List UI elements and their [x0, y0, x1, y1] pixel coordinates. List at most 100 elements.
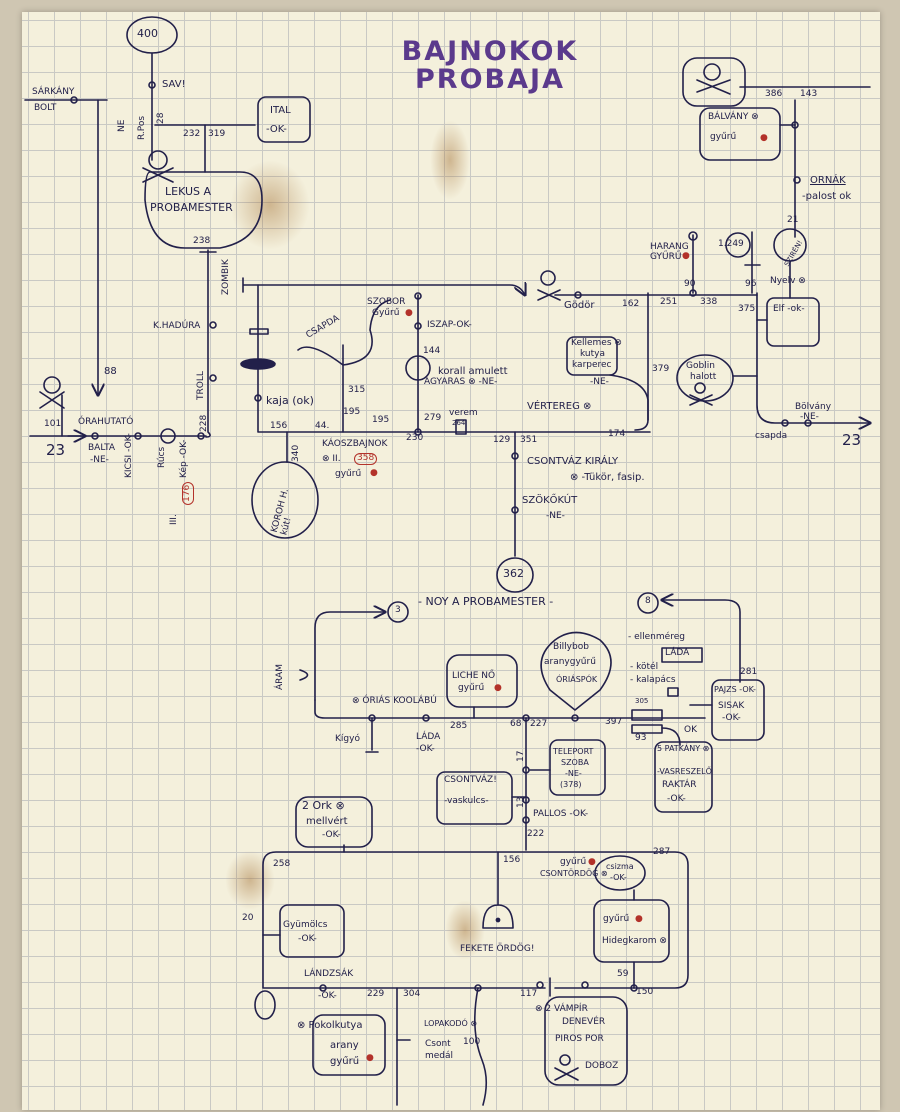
label-lada-ok: -OK-: [416, 744, 435, 754]
num-222: 222: [527, 829, 545, 839]
label-balta-ne: -NE-: [90, 455, 109, 465]
skull-icon: [39, 376, 65, 409]
num-162: 162: [622, 299, 640, 309]
label-arany: arany: [330, 1040, 359, 1051]
num-101: 101: [44, 419, 62, 429]
skull-icon: [696, 63, 731, 95]
num-351: 351: [520, 435, 538, 445]
num-264: 264: [452, 419, 466, 427]
label-pallos: PALLOS -OK-: [533, 809, 589, 819]
label-nyelv: Nyelv ⊗: [770, 276, 806, 286]
label-teleport: TELEPORT: [553, 747, 594, 756]
label-kellemes: Kellemes ⊗: [571, 338, 622, 348]
label-kotel: - kötél: [630, 662, 659, 672]
label-ne: NE: [117, 119, 127, 132]
label-kaja: kaja (ok): [266, 394, 314, 407]
label-probamester: PROBAMESTER: [150, 201, 233, 214]
label-vaskulcs: -vaskulcs-: [444, 796, 489, 806]
label-khadura: K.HADÚRA: [153, 321, 201, 331]
label-halott: halott: [690, 372, 717, 382]
num-44: 44.: [315, 421, 330, 431]
label-ornak: ORNÁK: [810, 175, 846, 186]
label-pajzs: PAJZS -OK-: [714, 685, 756, 694]
num-143: 143: [800, 89, 818, 99]
label-pk-gyuru: gyűrű: [330, 1056, 360, 1067]
num-88: 88: [104, 366, 117, 377]
label-balvany: BÁLVÁNY ⊗: [708, 112, 759, 122]
label-zombik: ZOMBIK: [221, 259, 231, 295]
label-troll: TROLL: [196, 371, 206, 400]
num-230: 230: [406, 433, 424, 443]
label-gyumolcs-ok: -OK-: [298, 934, 317, 944]
label-mellvert: mellvért: [306, 816, 348, 827]
label-karperec-ne: -NE-: [590, 377, 609, 387]
num-156b: 156: [503, 855, 521, 865]
label-kalapacs: - kalapács: [630, 675, 676, 685]
label-raktar: RAKTÁR: [662, 780, 697, 790]
label-korall-amulett: korall amulett: [438, 366, 508, 377]
label-szokokut: SZÖKŐKÚT: [522, 495, 578, 506]
label-kaoszbajnok: KÁOSZBAJNOK: [322, 439, 388, 449]
label-bolvany-ne: -NE-: [800, 412, 819, 422]
coffee-stain: [225, 850, 275, 910]
label-rucs: Rúcs: [157, 446, 167, 468]
num-258: 258: [273, 859, 291, 869]
label-szobor: SZOBOR: [367, 297, 406, 307]
marker-3: 3: [395, 605, 401, 615]
ring-icon: ●: [635, 914, 643, 924]
label-szobor-gyuru: Gyűrű: [372, 308, 400, 318]
label-agyaras: AGYARAS ⊗ -NE-: [424, 377, 498, 387]
label-ital: ITAL: [270, 105, 291, 116]
ring-icon: ●: [494, 683, 502, 693]
num-23-left: 23: [46, 441, 66, 459]
label-vasreszelo: -VASRESZELŐ: [657, 767, 712, 776]
label-lopakodo: LOPAKODÓ ⊗: [424, 1019, 478, 1028]
num-358: 358: [354, 453, 378, 465]
coffee-stain: [430, 120, 470, 200]
label-lada: LÁDA: [416, 732, 441, 742]
num-176: 176: [182, 481, 194, 505]
map-title: BAJNOKOK PROBAJA: [370, 36, 610, 95]
num-195a: 195: [343, 407, 361, 417]
num-144: 144: [423, 346, 441, 356]
num-386: 386: [765, 89, 783, 99]
ring-icon: ●: [370, 468, 378, 478]
ring-icon: ●: [760, 133, 768, 143]
label-oriaspok: ÓRIÁSPÓK: [556, 675, 598, 684]
num-156: 156: [270, 421, 288, 431]
label-harang-gyuru: GYŰRŰ: [650, 252, 682, 262]
skull-icon: [554, 1054, 579, 1081]
label-orias-koolabu: ⊗ ÓRIÁS KOOLÁBÚ: [352, 696, 437, 706]
label-verem: verem: [449, 408, 478, 418]
label-szoba: SZOBA: [561, 758, 589, 767]
label-medal: medál: [425, 1051, 454, 1061]
num-229: 229: [367, 989, 385, 999]
label-kutya: kutya: [580, 349, 606, 359]
label-raktar-ok: -OK-: [667, 794, 686, 804]
label-goblin: Goblin: [686, 361, 715, 371]
title-line-1: BAJNOKOK: [401, 36, 579, 67]
num-96: 96: [745, 279, 757, 289]
label-bolt: BOLT: [34, 103, 57, 113]
graph-paper-sheet: [22, 12, 880, 1110]
label-csontvaz-kiraly: CSONTVÁZ KIRÁLY: [527, 456, 619, 467]
label-kaosz-prefix: ⊗ II.: [322, 454, 341, 464]
num-17: 17: [516, 750, 526, 762]
label-patkany: 5 PATKÁNY ⊗: [657, 744, 710, 753]
label-piros-por: PIROS POR: [555, 1034, 604, 1044]
label-kicsi: KICSI -OK-: [124, 433, 134, 478]
num-315: 315: [348, 385, 366, 395]
label-palost: -palost ok: [802, 191, 852, 202]
num-117: 117: [520, 989, 538, 999]
label-csizma: csizma: [606, 862, 634, 871]
num-304: 304: [403, 989, 421, 999]
label-iszap: ISZAP-OK-: [427, 320, 472, 330]
num-338: 338: [700, 297, 718, 307]
ring-icon: ●: [366, 1053, 374, 1063]
label-sarkany: SÁRKÁNY: [32, 87, 75, 97]
label-gyuru-csontordog: gyűrű: [560, 857, 587, 867]
num-340: 340: [291, 444, 301, 462]
label-bolvany: Bölvány: [795, 402, 832, 412]
label-vertereg: VÉRTEREG ⊗: [527, 401, 592, 412]
label-godor: Gödör: [564, 300, 595, 311]
